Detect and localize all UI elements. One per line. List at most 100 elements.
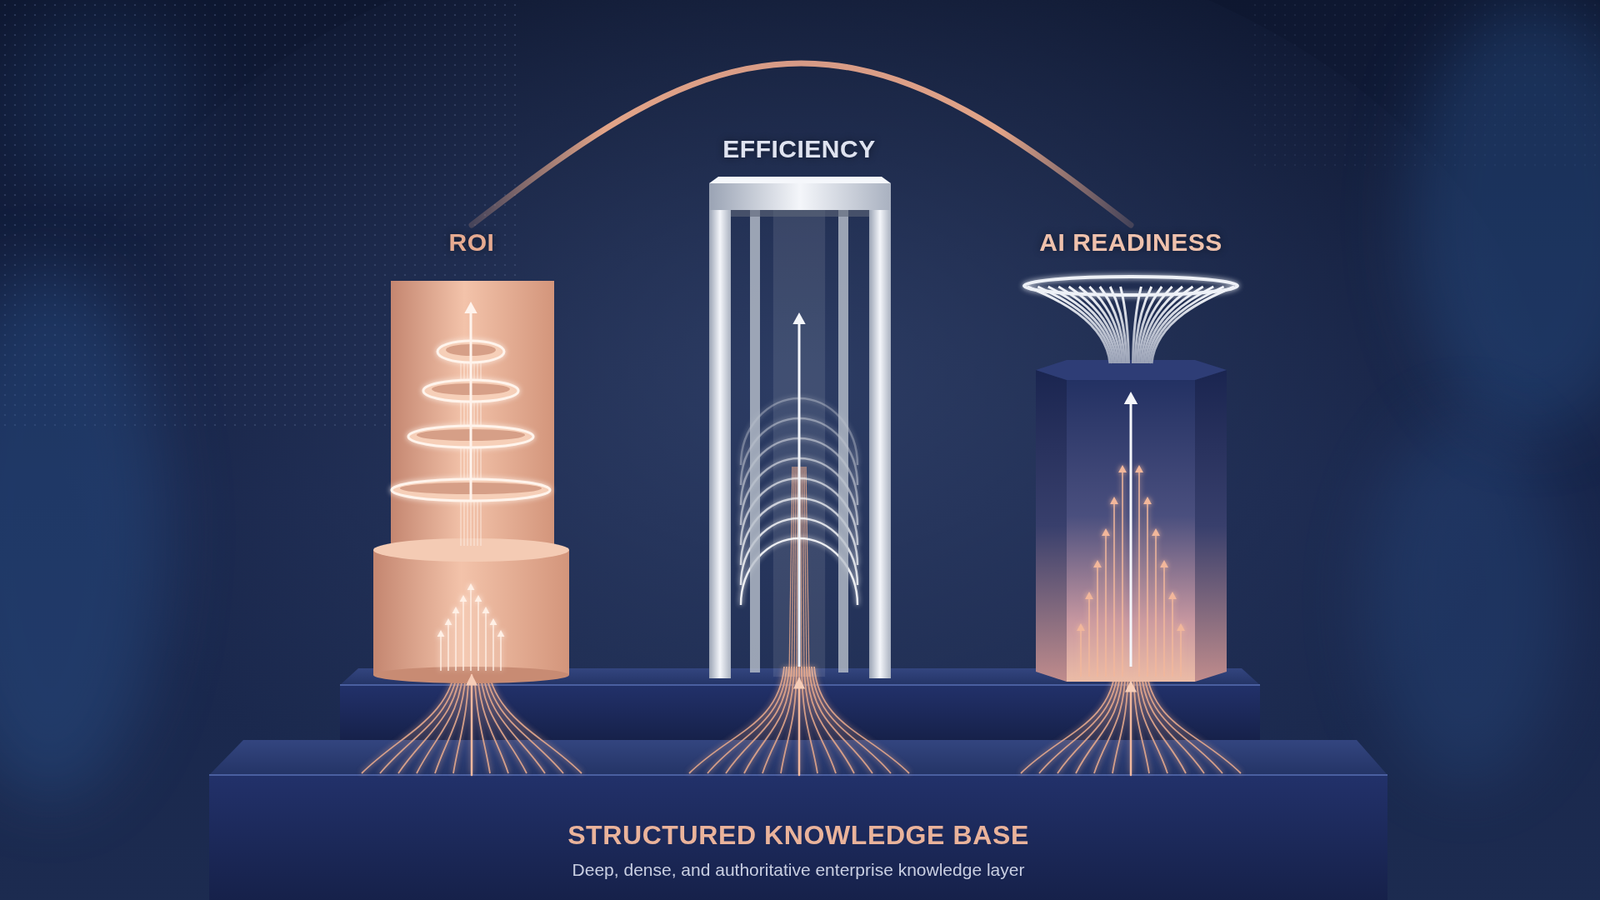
fountain-line <box>1150 286 1225 364</box>
ai-small-arrow <box>1105 534 1107 677</box>
root-line <box>1039 666 1119 774</box>
prism-right-face <box>1195 370 1227 682</box>
efficiency-tube <box>773 210 825 677</box>
root-line <box>811 666 891 774</box>
ai-small-arrow-head <box>1118 465 1127 473</box>
efficiency-arrow-head <box>792 312 805 325</box>
roi-small-arrow-head <box>467 583 475 590</box>
fountain-line <box>1130 286 1133 364</box>
smoke-wisp <box>1366 416 1567 784</box>
roi-arrow <box>470 310 473 500</box>
ai-small-arrow-head <box>1143 496 1152 505</box>
efficiency-cap-top <box>709 176 891 184</box>
smoke-wisp <box>0 0 200 200</box>
ai-small-arrow <box>1180 629 1182 677</box>
ai-small-arrow-head <box>1110 496 1119 505</box>
ai-small-arrow <box>1146 502 1149 677</box>
root-line <box>1143 666 1223 774</box>
roi-small-arrow <box>485 611 486 671</box>
roi-panel <box>390 280 555 548</box>
roi-arrow-head <box>464 301 477 314</box>
ai-small-arrow-head <box>1076 623 1085 631</box>
roi-small-arrow <box>447 623 449 671</box>
roi-small-arrow-head <box>452 606 460 614</box>
pillar-label: AI READINESS <box>1039 227 1222 258</box>
root-line <box>1020 666 1116 774</box>
ai-readiness-pillar <box>1024 276 1238 682</box>
fountain-line <box>1120 286 1130 364</box>
ai-small-arrow <box>1096 565 1099 677</box>
efficiency-post <box>869 210 891 679</box>
ai-small-arrow <box>1163 565 1165 677</box>
root-line <box>1112 666 1129 774</box>
ai-small-arrow <box>1080 629 1082 677</box>
ai-small-arrow <box>1155 534 1157 677</box>
root-connector <box>1130 681 1133 775</box>
roi-small-arrow-head <box>437 630 445 637</box>
ai-small-arrow-head <box>1168 591 1177 600</box>
root-line <box>1094 666 1126 774</box>
fountain <box>1024 276 1238 364</box>
roi-small-arrow <box>462 600 464 671</box>
roi-small-arrow <box>470 588 471 671</box>
ai-small-arrow <box>1088 597 1090 677</box>
roi-small-arrow <box>440 635 441 671</box>
pillar-node: ROI <box>371 225 572 675</box>
roi-small-arrow-head <box>490 618 498 625</box>
ai-small-arrow-head <box>1085 591 1094 600</box>
root-line <box>801 666 818 774</box>
root-line <box>707 666 787 774</box>
arc-connector <box>471 63 1131 225</box>
ai-small-arrow-head <box>1151 528 1160 536</box>
root-line <box>780 666 797 774</box>
efficiency-pillar <box>709 176 891 679</box>
ai-small-arrow <box>1171 597 1174 677</box>
base-subtitle: Deep, dense, and authoritative enterpris… <box>572 858 1025 882</box>
platform-lower-front <box>209 775 1388 900</box>
efficiency-cap-shadow <box>730 210 870 217</box>
roi-arrow-fan <box>437 583 505 671</box>
fountain-line <box>1151 286 1235 364</box>
efficiency-post <box>838 210 849 673</box>
pillar-label: ROI <box>449 227 495 258</box>
roi-small-arrow-head <box>497 630 505 637</box>
root-connector <box>470 675 474 775</box>
ai-arrow-head <box>1124 391 1139 405</box>
efficiency-post <box>709 210 731 679</box>
roi-small-arrow-head <box>475 595 483 602</box>
roi-cylinder-body <box>373 550 570 675</box>
roi-small-arrow <box>455 611 456 671</box>
root-line <box>725 666 790 774</box>
fountain-line <box>1100 286 1125 364</box>
ai-small-arrow <box>1121 470 1124 677</box>
roi-small-arrow <box>492 623 494 671</box>
roi-small-arrow-head <box>482 606 490 614</box>
efficiency-post <box>750 210 760 673</box>
roi-small-arrow-head <box>445 618 453 625</box>
roi-small-arrow <box>500 635 501 671</box>
roi-small-arrow <box>477 600 479 671</box>
prism-left-face <box>1035 370 1067 682</box>
root-line <box>814 666 910 774</box>
pillar-label: EFFICIENCY <box>722 134 875 165</box>
roi-small-arrow-head <box>460 595 468 602</box>
root-line <box>1145 666 1241 774</box>
ai-small-arrow <box>1113 502 1115 677</box>
pillar-node: AI READINESS <box>1020 225 1241 682</box>
ai-small-arrow <box>1138 470 1140 677</box>
efficiency-arrow <box>798 321 801 667</box>
smoke-wisp <box>0 266 167 800</box>
ai-small-arrow-head <box>1160 560 1169 568</box>
ai-small-arrow-head <box>1093 560 1102 568</box>
ai-small-arrow-head <box>1101 528 1110 536</box>
smoke-wisp <box>1408 0 1600 434</box>
prism-front-face <box>1066 380 1195 682</box>
ai-small-arrow-head <box>1135 465 1144 473</box>
fountain-rim <box>1024 276 1238 295</box>
root-line <box>689 666 785 774</box>
pillar-node: EFFICIENCY <box>705 131 894 679</box>
root-connector <box>798 678 801 775</box>
base-title: STRUCTURED KNOWLEDGE BASE <box>567 818 1030 852</box>
